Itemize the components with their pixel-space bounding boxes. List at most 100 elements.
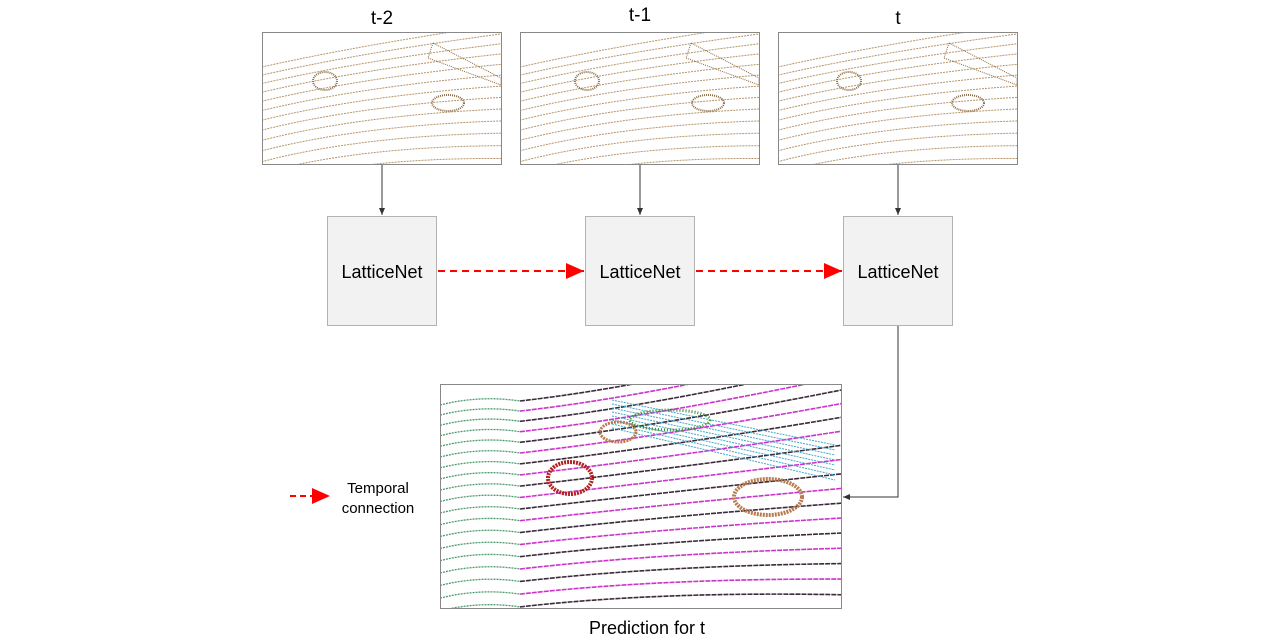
scan-line: [521, 33, 706, 68]
fence-points: [427, 42, 501, 86]
scan-line: [297, 145, 501, 164]
output-arrow: [843, 326, 899, 500]
road-scan-line: [519, 578, 841, 595]
scan-line: [263, 33, 448, 68]
scan-line: [521, 63, 759, 102]
scan-line: [371, 157, 501, 164]
prediction-point-cloud: [440, 385, 841, 637]
car-points: [951, 94, 985, 112]
fence-scan-line: [611, 399, 836, 446]
scan-line: [263, 33, 501, 76]
scan-line: [521, 43, 759, 84]
vegetation-scan-line: [440, 618, 520, 624]
scan-line: [521, 33, 759, 76]
scan-line: [263, 74, 501, 111]
fence-scan-line: [611, 403, 836, 451]
road-scan-line: [519, 562, 841, 583]
vegetation-scan-line: [441, 541, 521, 549]
vegetation-scan-line: [441, 408, 521, 416]
fence-scan-line: [611, 427, 836, 481]
road-scan-line: [519, 430, 841, 476]
scan-line: [521, 85, 759, 121]
vegetation-scan-line: [441, 450, 521, 458]
scan-line: [629, 157, 759, 164]
latticenet-label: LatticeNet: [599, 262, 680, 282]
scan-line: [779, 132, 1017, 162]
scan-line: [521, 53, 759, 93]
car-points: [431, 94, 465, 112]
road-scan-line: [519, 385, 689, 412]
road-scan-line: [519, 473, 841, 510]
fence-scan-line: [611, 415, 836, 466]
scan-line: [521, 108, 759, 141]
vegetation-scan-line: [450, 604, 521, 608]
vegetation-scan-line: [441, 578, 521, 586]
latticenet-block-t-minus-1: LatticeNet: [585, 216, 695, 326]
car-prediction: [732, 477, 804, 517]
road-scan-line: [519, 487, 841, 522]
scan-line: [813, 145, 1017, 164]
vegetation-scan-line: [441, 472, 521, 480]
latticenet-label: LatticeNet: [857, 262, 938, 282]
car-prediction: [546, 460, 594, 496]
road-scan-line: [519, 444, 841, 487]
road-scan-line: [519, 385, 806, 433]
fence-scan-line: [611, 419, 836, 471]
latticenet-label: LatticeNet: [341, 262, 422, 282]
road-scan-line: [519, 402, 841, 454]
latticenet-block-t-minus-2: LatticeNet: [327, 216, 437, 326]
scan-line: [555, 145, 759, 164]
scan-line: [263, 132, 501, 162]
point-cloud-frame-t-minus-2: [263, 33, 501, 164]
frame-label-t-minus-2: t-2: [371, 8, 393, 29]
scan-line: [263, 85, 501, 121]
scan-line: [263, 43, 501, 84]
scan-line: [779, 96, 1017, 131]
vegetation-scan-line: [441, 418, 521, 426]
vegetation-scan-line: [441, 517, 521, 526]
road-scan-line: [519, 547, 841, 570]
scan-line: [521, 120, 759, 152]
scan-line: [779, 33, 1017, 76]
road-scan-line: [519, 385, 633, 402]
fence-points: [685, 42, 759, 86]
vegetation-scan-line: [441, 529, 521, 537]
fence-scan-line: [611, 411, 836, 461]
tree-prediction: [628, 408, 712, 432]
scan-line: [779, 63, 1017, 102]
scan-line: [779, 108, 1017, 141]
vegetation-scan-line: [441, 566, 521, 574]
road-scan-line: [519, 416, 841, 465]
road-scan-line: [519, 593, 841, 608]
scan-line: [521, 132, 759, 162]
scan-line: [779, 120, 1017, 152]
scan-line: [263, 53, 501, 93]
vegetation-scan-line: [440, 631, 520, 637]
vegetation-scan-line: [441, 439, 521, 447]
fence-scan-line: [611, 423, 836, 476]
scan-line: [263, 120, 501, 152]
scan-line: [779, 33, 964, 68]
scan-line: [779, 53, 1017, 93]
latticenet-block-t: LatticeNet: [843, 216, 953, 326]
scan-line: [779, 43, 1017, 84]
scan-line: [263, 96, 501, 131]
scan-line: [779, 85, 1017, 121]
prediction-frame-border: [440, 384, 842, 609]
road-scan-line: [519, 458, 841, 499]
scan-line: [521, 96, 759, 131]
vegetation-scan-line: [441, 398, 521, 406]
car-prediction: [598, 420, 638, 444]
frame-label-t-minus-1: t-1: [629, 5, 651, 26]
vegetation-scan-line: [441, 428, 521, 437]
scan-line: [887, 157, 1017, 164]
point-cloud-frame-t: [779, 33, 1017, 164]
vegetation-scan-line: [441, 483, 521, 491]
scan-line: [263, 63, 501, 102]
fence-points: [943, 42, 1017, 86]
vegetation-scan-line: [441, 591, 521, 599]
legend: Temporal connection: [290, 480, 414, 517]
car-points: [836, 71, 862, 91]
point-cloud-frame-t-minus-1: [521, 33, 759, 164]
